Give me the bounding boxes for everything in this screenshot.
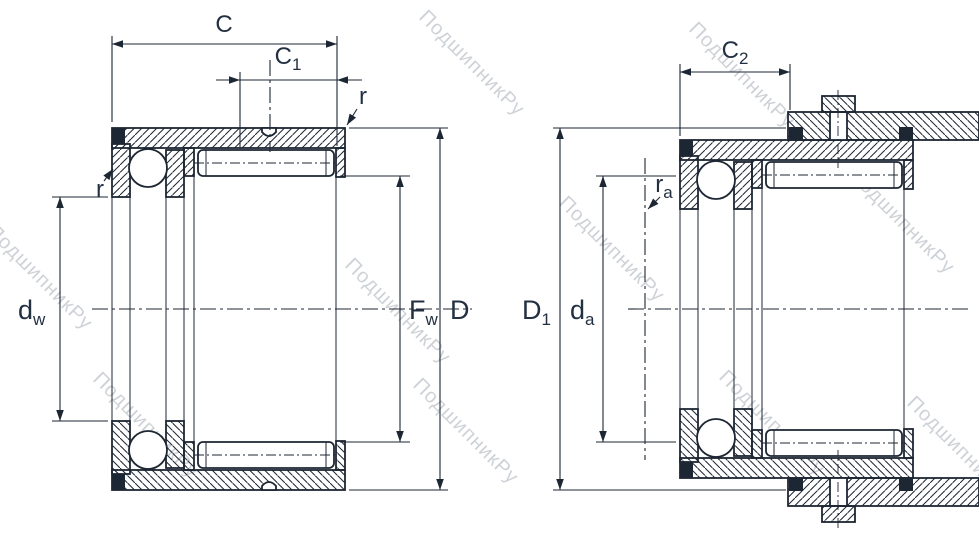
dim-label-c1: C1 bbox=[275, 43, 302, 74]
watermark-text: ПодшипникРу bbox=[340, 254, 455, 369]
dim-label-c2: C2 bbox=[722, 37, 749, 68]
dim-label-ra: ra bbox=[655, 171, 673, 202]
seal bbox=[112, 128, 125, 144]
outer-ring bbox=[679, 139, 914, 161]
right-view: C2 ra D1 da bbox=[522, 37, 979, 529]
dim-label-d1: D1 bbox=[522, 295, 551, 329]
watermark-text: ПодшипникРу bbox=[414, 6, 529, 121]
dimension-fw: Fw bbox=[340, 175, 439, 443]
dim-label-d: D bbox=[450, 295, 470, 325]
ring-split-notch bbox=[261, 127, 277, 137]
seal bbox=[680, 140, 693, 156]
housing-abutment bbox=[787, 111, 979, 141]
dimension-dw: dw bbox=[18, 196, 108, 422]
dim-label-r-top: r bbox=[359, 83, 367, 110]
cup-lip-left bbox=[183, 147, 195, 177]
cup-lip-left bbox=[751, 159, 763, 189]
cup-lip-right bbox=[903, 159, 914, 190]
dim-label-fw: Fw bbox=[409, 295, 439, 329]
dimension-ra: ra bbox=[647, 171, 673, 210]
dim-label-dw: dw bbox=[18, 295, 46, 329]
thrust-washer-left bbox=[111, 143, 131, 198]
left-view: C C1 r r dw bbox=[18, 11, 472, 491]
thrust-washer-right bbox=[165, 149, 185, 198]
watermark-text: ПодшипникРу bbox=[684, 18, 799, 133]
ball bbox=[696, 160, 736, 200]
watermark-text: ПодшипникРу bbox=[408, 374, 523, 489]
watermark-text: ПодшипникРу bbox=[554, 192, 669, 307]
bearing-lower-half bbox=[111, 175, 346, 491]
lubrication-hole bbox=[829, 111, 848, 141]
dim-label-c: C bbox=[215, 11, 232, 38]
cup-lip-right bbox=[335, 147, 346, 178]
thrust-washer-left bbox=[679, 155, 699, 210]
dim-label-r-left: r bbox=[96, 176, 104, 203]
dimension-c2: C2 bbox=[679, 37, 791, 136]
dimension-d1: D1 bbox=[522, 127, 786, 491]
seal bbox=[899, 127, 913, 140]
watermark-text: ПодшипникРу bbox=[0, 220, 97, 335]
thrust-washer-right bbox=[733, 161, 753, 210]
dimension-c1: C1 bbox=[216, 43, 362, 148]
lubrication-boss bbox=[821, 95, 856, 113]
dimension-r-top: r bbox=[346, 83, 367, 126]
dimension-r-left: r bbox=[96, 168, 114, 203]
dim-label-da: da bbox=[570, 295, 595, 329]
dimension-da: da bbox=[570, 175, 676, 443]
outer-ring bbox=[111, 127, 346, 149]
seal bbox=[789, 127, 803, 140]
dimension-c: C bbox=[111, 11, 338, 146]
ball bbox=[128, 148, 168, 188]
dimension-d: D bbox=[349, 127, 470, 491]
bearing-upper-half bbox=[111, 127, 346, 442]
